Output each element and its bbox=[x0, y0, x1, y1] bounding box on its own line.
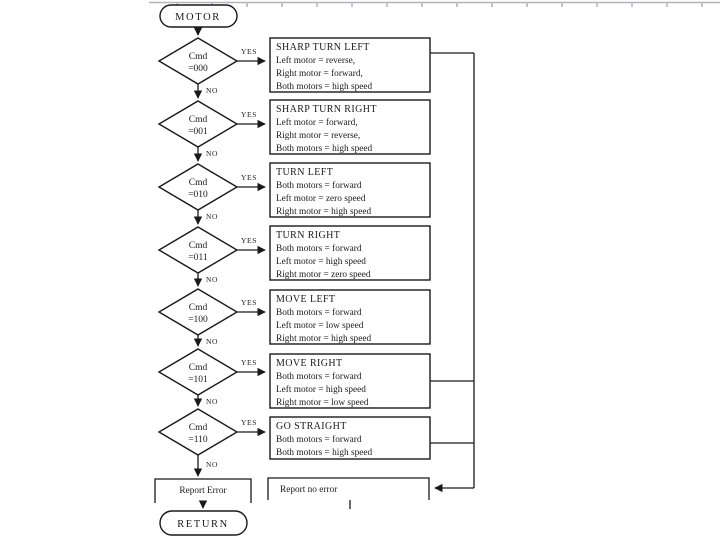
yes-label: YES bbox=[241, 418, 257, 427]
action-title: MOVE RIGHT bbox=[276, 358, 343, 369]
yes-label: YES bbox=[241, 298, 257, 307]
action-line: Both motors = forward bbox=[276, 434, 362, 445]
action-title: GO STRAIGHT bbox=[276, 421, 347, 432]
action-box-shape bbox=[269, 353, 431, 409]
decision-name-label: Cmd bbox=[189, 303, 208, 313]
yes-label: YES bbox=[241, 47, 257, 56]
no-label: NO bbox=[206, 212, 218, 221]
action-line: Left motor = reverse, bbox=[276, 55, 355, 66]
end-terminator: RETURN bbox=[159, 510, 248, 536]
action-line: Both motors = high speed bbox=[276, 144, 372, 154]
decision-cmd-000: Cmd =000 bbox=[157, 37, 239, 85]
action-box-turn-right: TURN RIGHT Both motors = forward Left mo… bbox=[269, 225, 431, 281]
report-error-box: Report Error bbox=[154, 478, 252, 503]
action-box-sharp-turn-left: SHARP TURN LEFT Left motor = reverse, Ri… bbox=[269, 37, 431, 93]
action-box-shape bbox=[269, 37, 431, 93]
action-line: Left motor = zero speed bbox=[276, 193, 366, 204]
action-line: Right motor = high speed bbox=[276, 207, 371, 217]
decision-value-label: =001 bbox=[188, 127, 208, 137]
action-line: Right motor = high speed bbox=[276, 334, 371, 344]
report-no-error-box-shape bbox=[267, 477, 430, 500]
decision-name-label: Cmd bbox=[189, 241, 208, 251]
decision-name-label: Cmd bbox=[189, 363, 208, 373]
decision-name-label: Cmd bbox=[189, 115, 208, 125]
action-title: TURN RIGHT bbox=[276, 230, 340, 241]
action-box-move-left: MOVE LEFT Both motors = forward Left mot… bbox=[269, 289, 431, 345]
decision-name-label: Cmd bbox=[189, 178, 208, 188]
decision-value-label: =101 bbox=[188, 375, 208, 385]
action-box-shape bbox=[269, 162, 431, 218]
action-box-go-straight: GO STRAIGHT Both motors = forward Both m… bbox=[269, 416, 431, 460]
action-line: Right motor = zero speed bbox=[276, 270, 371, 280]
action-box-move-right: MOVE RIGHT Both motors = forward Left mo… bbox=[269, 353, 431, 409]
decision-cmd-011: Cmd =011 bbox=[157, 226, 239, 274]
action-box-turn-left: TURN LEFT Both motors = forward Left mot… bbox=[269, 162, 431, 218]
report-no-error-box: Report no error bbox=[267, 477, 430, 509]
yes-label: YES bbox=[241, 358, 257, 367]
no-label: NO bbox=[206, 275, 218, 284]
decision-value-label: =000 bbox=[188, 64, 208, 74]
report-error-label: Report Error bbox=[179, 486, 227, 496]
decision-value-label: =100 bbox=[188, 315, 208, 325]
decision-name-label: Cmd bbox=[189, 423, 208, 433]
action-box-shape bbox=[269, 225, 431, 281]
report-no-error-label: Report no error bbox=[280, 485, 338, 495]
action-title: TURN LEFT bbox=[276, 167, 333, 178]
decision-cmd-001: Cmd =001 bbox=[157, 100, 239, 148]
action-line: Right motor = low speed bbox=[276, 398, 369, 408]
action-line: Both motors = forward bbox=[276, 180, 362, 191]
action-line: Both motors = high speed bbox=[276, 82, 372, 92]
action-line: Right motor = forward, bbox=[276, 68, 363, 79]
decision-cmd-010: Cmd =010 bbox=[157, 163, 239, 211]
action-title: SHARP TURN RIGHT bbox=[276, 104, 377, 115]
yes-label: YES bbox=[241, 110, 257, 119]
report-error-box-shape bbox=[154, 478, 252, 503]
no-label: NO bbox=[206, 337, 218, 346]
no-label: NO bbox=[206, 460, 218, 469]
action-line: Left motor = low speed bbox=[276, 320, 364, 331]
decision-cmd-101: Cmd =101 bbox=[157, 348, 239, 396]
decision-cmd-100: Cmd =100 bbox=[157, 288, 239, 336]
action-title: SHARP TURN LEFT bbox=[276, 42, 370, 53]
action-title: MOVE LEFT bbox=[276, 294, 335, 305]
action-line: Both motors = forward bbox=[276, 307, 362, 318]
action-line: Both motors = forward bbox=[276, 243, 362, 254]
action-box-shape bbox=[269, 99, 431, 155]
decision-value-label: =011 bbox=[188, 253, 208, 263]
action-line: Left motor = high speed bbox=[276, 384, 366, 395]
decision-name-label: Cmd bbox=[189, 52, 208, 62]
action-line: Both motors = forward bbox=[276, 371, 362, 382]
decision-cmd-110: Cmd =110 bbox=[157, 408, 239, 456]
no-label: NO bbox=[206, 149, 218, 158]
yes-label: YES bbox=[241, 236, 257, 245]
start-terminator: MOTOR bbox=[159, 4, 238, 28]
action-box-shape bbox=[269, 289, 431, 345]
yes-label: YES bbox=[241, 173, 257, 182]
start-terminator-label: MOTOR bbox=[175, 12, 221, 23]
action-box-shape bbox=[269, 416, 431, 460]
decision-value-label: =110 bbox=[188, 435, 208, 445]
action-line: Both motors = high speed bbox=[276, 448, 372, 458]
action-line: Right motor = reverse, bbox=[276, 131, 360, 141]
action-line: Left motor = high speed bbox=[276, 256, 366, 267]
action-line: Left motor = forward, bbox=[276, 117, 358, 128]
action-box-sharp-turn-right: SHARP TURN RIGHT Left motor = forward, R… bbox=[269, 99, 431, 155]
no-label: NO bbox=[206, 397, 218, 406]
decision-value-label: =010 bbox=[188, 190, 208, 200]
end-terminator-label: RETURN bbox=[177, 519, 229, 530]
end-terminator-shape bbox=[159, 510, 248, 536]
no-label: NO bbox=[206, 86, 218, 95]
